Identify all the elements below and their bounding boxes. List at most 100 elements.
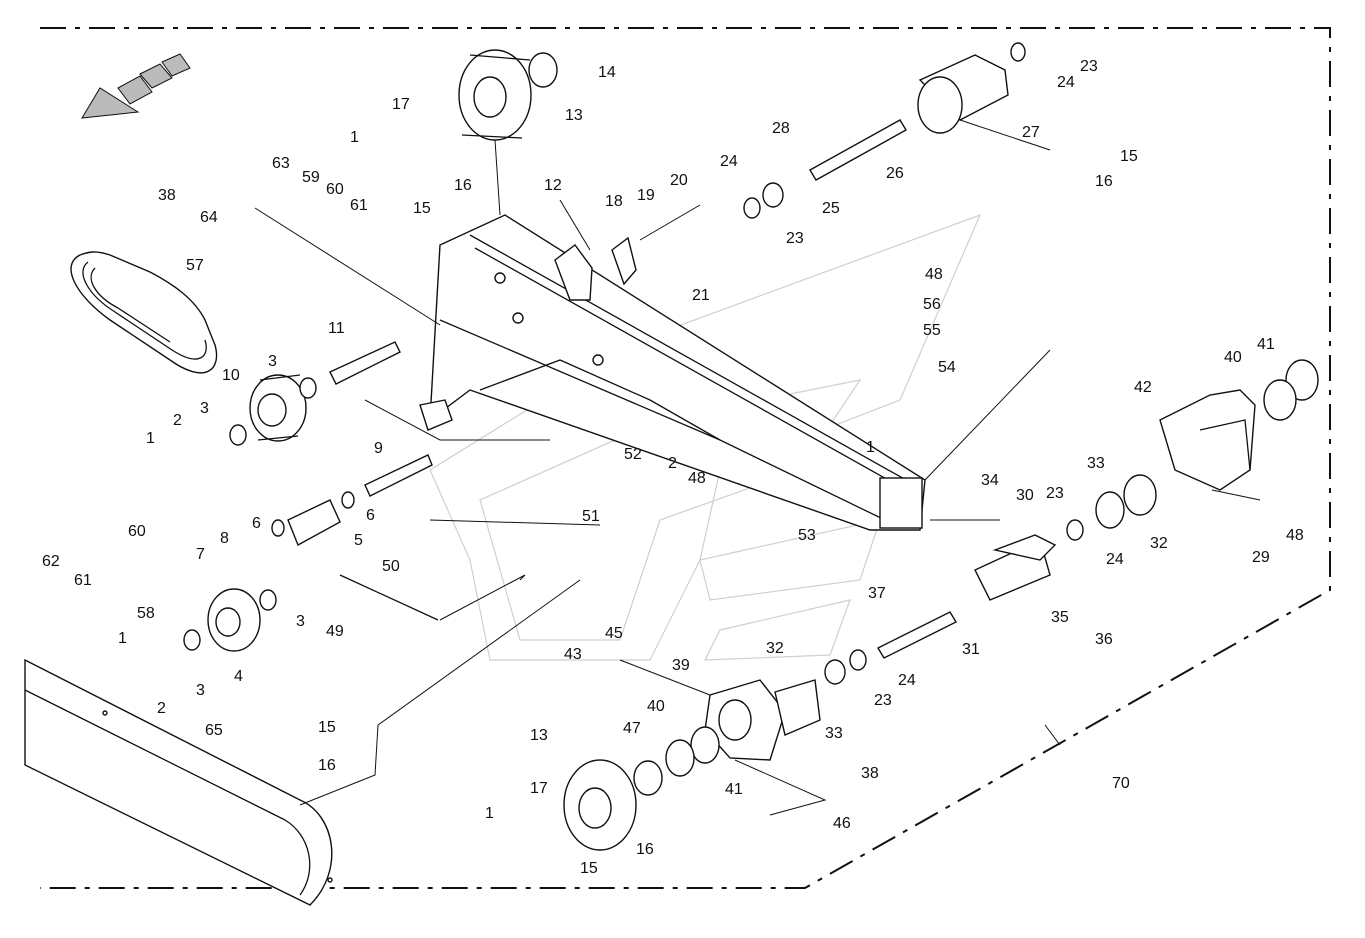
assembly-boundary — [40, 27, 1331, 889]
shaft-housings — [665, 42, 1319, 777]
callout-33-b: 33 — [825, 725, 843, 742]
pulleys — [458, 49, 663, 851]
callout-15-b: 15 — [1120, 148, 1138, 165]
callout-53: 53 — [798, 527, 816, 544]
callout-33-a: 33 — [1087, 455, 1105, 472]
callout-48-c: 48 — [1286, 527, 1304, 544]
callout-8: 8 — [220, 530, 229, 547]
callout-12: 12 — [544, 177, 562, 194]
callout-62: 62 — [42, 553, 60, 570]
callout-35: 35 — [1051, 609, 1069, 626]
callout-18: 18 — [605, 193, 623, 210]
callout-51: 51 — [582, 508, 600, 525]
callout-65: 65 — [205, 722, 223, 739]
callout-64: 64 — [200, 209, 218, 226]
callout-16-a: 16 — [454, 177, 472, 194]
callout-70: 70 — [1112, 775, 1130, 792]
callout-56: 56 — [923, 296, 941, 313]
callout-30: 30 — [1016, 487, 1034, 504]
callout-40-b: 40 — [647, 698, 665, 715]
callout-57: 57 — [186, 257, 204, 274]
callout-3-a: 3 — [200, 400, 209, 417]
callout-24-d: 24 — [898, 672, 916, 689]
callout-23-a: 23 — [1080, 58, 1098, 75]
callout-3-b: 3 — [268, 353, 277, 370]
callout-36: 36 — [1095, 631, 1113, 648]
drive-belt — [70, 251, 218, 374]
callout-3-d: 3 — [196, 682, 205, 699]
callout-61-a: 61 — [350, 197, 368, 214]
callout-60-a: 60 — [326, 181, 344, 198]
callout-48-b: 48 — [688, 470, 706, 487]
callout-11: 11 — [328, 320, 345, 337]
callout-17-a: 17 — [392, 96, 410, 113]
main-frame — [419, 214, 926, 531]
callout-13-a: 13 — [565, 107, 583, 124]
callout-26: 26 — [886, 165, 904, 182]
callout-32-a: 32 — [1150, 535, 1168, 552]
callout-23-b: 23 — [786, 230, 804, 247]
callout-15-d: 15 — [580, 860, 598, 877]
callout-41-b: 41 — [725, 781, 743, 798]
callout-15-a: 15 — [413, 200, 431, 217]
callout-24-c: 24 — [1106, 551, 1124, 568]
callout-32-b: 32 — [766, 640, 784, 657]
callout-7: 7 — [196, 546, 205, 563]
callout-39: 39 — [672, 657, 690, 674]
callout-13-b: 13 — [530, 727, 548, 744]
callout-6-a: 6 — [366, 507, 375, 524]
callout-1-d: 1 — [485, 805, 494, 822]
callout-60-b: 60 — [128, 523, 146, 540]
callout-38-a: 38 — [158, 187, 176, 204]
callout-25: 25 — [822, 200, 840, 217]
callout-61-b: 61 — [74, 572, 92, 589]
callout-55: 55 — [923, 322, 941, 339]
callout-52: 52 — [624, 446, 642, 463]
callout-23-c: 23 — [1046, 485, 1064, 502]
callout-63: 63 — [272, 155, 290, 172]
roller-assemblies — [183, 341, 439, 652]
callout-1-c: 1 — [118, 630, 127, 647]
callout-6-b: 6 — [252, 515, 261, 532]
callout-labels: 1 1 1 1 1 2 2 2 3 3 3 3 4 5 6 6 7 8 9 10… — [42, 58, 1304, 877]
callout-2-c: 2 — [668, 455, 677, 472]
callout-41-a: 41 — [1257, 336, 1275, 353]
callout-5: 5 — [354, 532, 363, 549]
callout-15-c: 15 — [318, 719, 336, 736]
callout-16-c: 16 — [318, 757, 336, 774]
callout-58: 58 — [137, 605, 155, 622]
callout-16-d: 16 — [636, 841, 654, 858]
callout-37: 37 — [868, 585, 886, 602]
callout-38-b: 38 — [861, 765, 879, 782]
callout-1-a: 1 — [146, 430, 155, 447]
direction-arrow — [81, 53, 191, 119]
callout-42: 42 — [1134, 379, 1152, 396]
callout-29: 29 — [1252, 549, 1270, 566]
callout-16-b: 16 — [1095, 173, 1113, 190]
callout-2-a: 2 — [173, 412, 182, 429]
callout-46: 46 — [833, 815, 851, 832]
belt-guard — [24, 658, 333, 906]
callout-54: 54 — [938, 359, 956, 376]
callout-59: 59 — [302, 169, 320, 186]
callout-19: 19 — [637, 187, 655, 204]
callout-2-b: 2 — [157, 700, 166, 717]
callout-48-a: 48 — [925, 266, 943, 283]
callout-47: 47 — [623, 720, 641, 737]
callout-40-a: 40 — [1224, 349, 1242, 366]
callout-45: 45 — [605, 625, 623, 642]
callout-4: 4 — [234, 668, 243, 685]
callout-9: 9 — [374, 440, 383, 457]
callout-24-a: 24 — [1057, 74, 1075, 91]
callout-14: 14 — [598, 64, 616, 81]
callout-24-b: 24 — [720, 153, 738, 170]
leader-lines — [254, 119, 1261, 816]
callout-1-e: 1 — [866, 439, 875, 456]
callout-21: 21 — [692, 287, 710, 304]
callout-34: 34 — [981, 472, 999, 489]
callout-17-b: 17 — [530, 780, 548, 797]
callout-31: 31 — [962, 641, 980, 658]
callout-50: 50 — [382, 558, 400, 575]
callout-10: 10 — [222, 367, 240, 384]
